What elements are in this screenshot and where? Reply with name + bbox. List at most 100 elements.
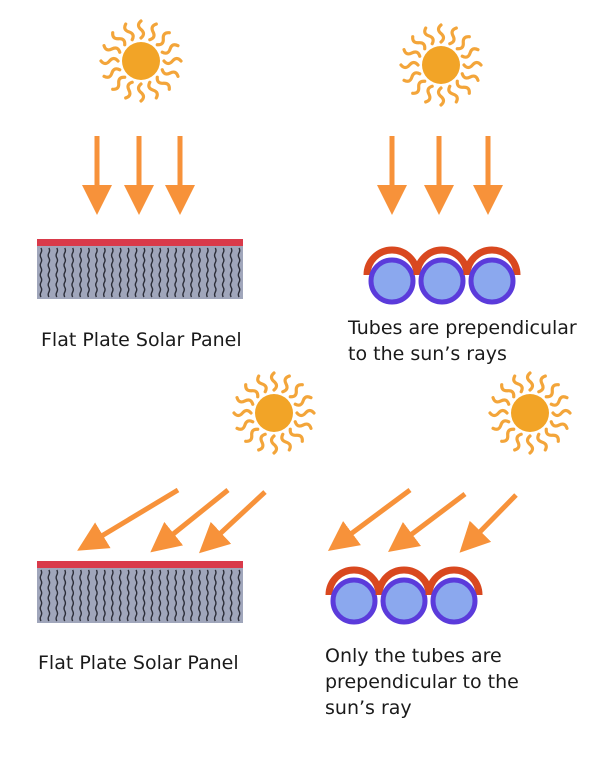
caption-line: Tubes are prependicular: [348, 317, 577, 339]
flat-plate-panel: [37, 561, 243, 623]
sun-core: [255, 394, 293, 432]
panel-tube-line: [87, 247, 90, 298]
sun-ray: [462, 60, 483, 70]
sun-ray: [102, 44, 122, 54]
panel-tube-line: [126, 247, 130, 298]
sun-ray: [447, 84, 459, 104]
sun-ray: [549, 395, 569, 407]
tube-absorber-cap: [413, 246, 471, 276]
caption-line: Flat Plate Solar Panel: [38, 652, 239, 674]
sun-ray: [460, 72, 480, 82]
panel-tube-line: [39, 569, 43, 622]
sun-ray: [136, 19, 146, 40]
panel-tube-line: [79, 247, 82, 298]
sun-ray: [155, 31, 171, 47]
sun-ray-arrows: [327, 487, 518, 553]
panel-tube-line: [221, 569, 225, 622]
sun-ray-arrows: [377, 136, 503, 215]
panel-tube-line: [118, 569, 122, 622]
evacuated-tube: [380, 577, 428, 625]
panel-tube-line: [205, 247, 209, 298]
panel-tube-line: [55, 247, 59, 298]
sun-ray: [232, 408, 253, 418]
sun-ray: [293, 395, 313, 407]
panel-tube-line: [150, 569, 154, 622]
sun-ray-arrows: [82, 136, 195, 215]
sun-ray: [423, 26, 435, 46]
sun-ray: [269, 371, 279, 392]
sun-ray: [269, 434, 279, 455]
panel-tube-line: [190, 247, 193, 298]
sun-ray: [411, 35, 427, 51]
panel-tube-line: [182, 569, 185, 622]
sun-ray: [411, 79, 427, 95]
panel-tube-line: [166, 569, 170, 622]
sun-ray: [549, 420, 569, 430]
sun-ray: [536, 432, 548, 452]
sun-ray: [436, 86, 446, 107]
panel-tube-line: [158, 247, 162, 298]
sun-ray: [491, 419, 511, 431]
sun-ray: [256, 374, 268, 394]
panel-tube-line: [166, 247, 170, 298]
caption-flat-plate-bottom: Flat Plate Solar Panel: [38, 650, 239, 676]
sun-icon: [399, 23, 483, 107]
sun-icon: [232, 371, 316, 455]
sun-ray: [160, 68, 180, 78]
sun-ray: [148, 22, 158, 42]
panel-absorber-strip: [37, 239, 243, 246]
sun-ray: [155, 75, 171, 91]
panel-tube-line: [102, 569, 106, 622]
panel-tube-line: [95, 569, 98, 622]
sun-ray: [436, 23, 446, 44]
panel-tube-line: [95, 247, 98, 298]
sun-ray: [257, 432, 267, 452]
panel-tube-line: [229, 569, 233, 622]
sun-ray: [455, 35, 471, 51]
panel-tube-line: [102, 247, 106, 298]
panel-tube-line: [63, 247, 67, 298]
caption-tubes-bottom: Only the tubes are prependicular to the …: [325, 643, 519, 721]
caption-line: Only the tubes are: [325, 645, 502, 667]
tube-absorber-cap: [363, 246, 421, 276]
sun-ray: [136, 82, 146, 103]
caption-line: Flat Plate Solar Panel: [41, 329, 242, 351]
panel-tube-line: [213, 247, 217, 298]
sun-ray: [235, 419, 255, 431]
sun-ray: [102, 67, 122, 79]
panel-tube-line: [47, 569, 51, 622]
sun-ray-arrow: [459, 493, 518, 553]
caption-line: to the sun’s rays: [348, 343, 507, 365]
sun-ray: [235, 396, 255, 406]
sun-core: [422, 46, 460, 84]
sun-ray: [288, 383, 304, 399]
sun-ray: [402, 48, 422, 58]
panel-tube-line: [150, 247, 154, 298]
sun-ray: [448, 26, 458, 46]
panel-tube-line: [237, 569, 241, 622]
sun-ray: [160, 43, 180, 55]
panel-tube-line: [182, 247, 185, 298]
sun-ray: [399, 60, 420, 70]
sun-ray: [460, 47, 480, 59]
sun-ray-arrow: [199, 490, 267, 554]
sun-ray: [455, 79, 471, 95]
sun-ray: [111, 75, 127, 91]
flat-plate-panel: [37, 239, 243, 299]
sun-ray: [147, 80, 159, 100]
evacuated-tube: [430, 577, 478, 625]
sun-ray: [124, 80, 134, 100]
panel-tube-line: [190, 569, 193, 622]
evacuated-tube: [468, 257, 516, 305]
sun-ray: [500, 427, 516, 443]
panel-tube-line: [71, 569, 75, 622]
evacuated-tube: [368, 257, 416, 305]
panel-tube-line: [229, 247, 233, 298]
panel-tube-line: [174, 247, 178, 298]
panel-tube-line: [198, 569, 201, 622]
panel-tube-line: [205, 569, 209, 622]
sun-ray: [123, 22, 135, 42]
panel-body: [37, 563, 243, 623]
sun-core: [122, 42, 160, 80]
